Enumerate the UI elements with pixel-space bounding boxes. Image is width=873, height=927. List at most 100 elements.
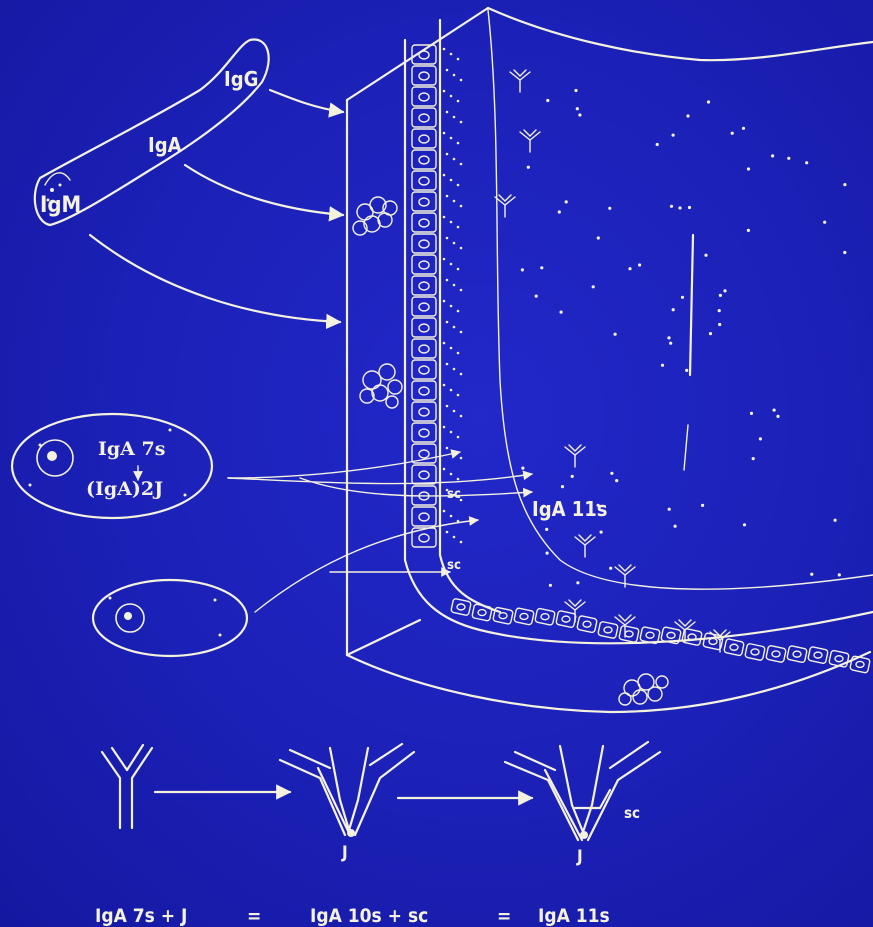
lumen-dot xyxy=(674,525,677,528)
granule-dot xyxy=(460,247,463,250)
epithelial-cell xyxy=(412,339,436,358)
lumen-dot xyxy=(608,207,611,210)
vessel-igg-label: IgG xyxy=(224,67,258,91)
lumen-dot xyxy=(678,206,681,209)
epithelial-cell xyxy=(412,192,436,211)
cell-nucleus xyxy=(419,282,429,290)
granule-dot xyxy=(457,268,460,271)
lumen-dot xyxy=(843,251,846,254)
lumen-dot xyxy=(672,134,675,137)
antibody-glyph xyxy=(495,195,515,217)
granule-dot xyxy=(460,415,463,418)
granule-dot xyxy=(460,457,463,460)
lumen-dot xyxy=(615,479,618,482)
granule-dot xyxy=(453,536,456,539)
lumen-dot xyxy=(545,528,548,531)
granule-dot xyxy=(460,541,463,544)
granule-dot xyxy=(450,263,453,266)
granule-dot xyxy=(453,116,456,119)
granule-dot xyxy=(457,226,460,229)
lumen-dot xyxy=(600,531,603,534)
granule-dot xyxy=(443,174,446,177)
granule-dot xyxy=(453,242,456,245)
lumen-dot xyxy=(723,289,726,292)
lumen-dot xyxy=(805,161,808,164)
antibody-arm xyxy=(619,615,631,621)
epithelial-cell xyxy=(412,318,436,337)
equation-term-2: IgA 10s + sc xyxy=(310,905,428,927)
lumen-dot xyxy=(521,268,524,271)
lumen-dot xyxy=(638,263,641,266)
granule-dot xyxy=(446,237,449,240)
lumen-dot xyxy=(609,567,612,570)
epithelial-cell xyxy=(808,646,829,663)
granule-dot xyxy=(446,447,449,450)
granule-dot xyxy=(457,352,460,355)
cell-nucleus xyxy=(751,649,759,655)
equation-equals-1: = xyxy=(247,905,261,927)
granule-dot xyxy=(460,79,463,82)
cell-nucleus xyxy=(419,513,429,521)
iga-arrow xyxy=(185,165,343,215)
lumen-dot xyxy=(771,154,774,157)
lumen-dot xyxy=(571,475,574,478)
granule-dot xyxy=(460,205,463,208)
equation: IgA 7s + J = IgA 10s + sc = IgA 11s xyxy=(95,905,610,927)
granule-dot xyxy=(446,111,449,114)
cell-nucleus xyxy=(793,651,801,657)
antibody-arm xyxy=(524,130,536,136)
lumen-dot xyxy=(614,333,617,336)
lumen-dot xyxy=(843,183,846,186)
granule-dot xyxy=(443,300,446,303)
antibody-arm xyxy=(514,70,526,76)
antibody-glyph xyxy=(565,445,585,467)
cell-nucleus xyxy=(419,345,429,353)
cell-nucleus xyxy=(709,638,717,644)
granule-dot xyxy=(446,153,449,156)
epithelial-cell xyxy=(412,381,436,400)
lumen-dot xyxy=(667,336,670,339)
lumen-dot xyxy=(597,236,600,239)
gland-cluster-lower xyxy=(619,674,668,705)
lumen-dot xyxy=(704,254,707,257)
granule-dot xyxy=(453,74,456,77)
plasma-cell-top-label: IgA 7s xyxy=(98,438,165,460)
epithelial-cell xyxy=(745,643,766,660)
sc-diagram-label: sc xyxy=(624,804,640,822)
antibody-arm xyxy=(569,600,581,606)
antibody-glyph xyxy=(575,535,595,557)
iga-dimer xyxy=(280,744,414,837)
lumen-dot xyxy=(610,472,613,475)
j-chain-label-left: J xyxy=(341,843,348,863)
epithelial-cell xyxy=(850,656,871,673)
granule-dot xyxy=(453,284,456,287)
granule-dot xyxy=(446,363,449,366)
lumen-dot xyxy=(527,166,530,169)
equation-term-1: IgA 7s + J xyxy=(95,905,187,927)
epithelial-cell xyxy=(577,615,598,632)
cell-nucleus xyxy=(419,114,429,122)
granule-dot xyxy=(457,310,460,313)
lumen-dot xyxy=(672,308,675,311)
secretory-iga-label: IgA 11s xyxy=(532,497,608,521)
lumen-dot xyxy=(709,332,712,335)
granule-dot xyxy=(443,510,446,513)
cell-nucleus xyxy=(562,616,570,622)
epithelial-cell xyxy=(412,66,436,85)
lumen-dot xyxy=(752,457,755,460)
cell-nucleus xyxy=(730,644,738,650)
lumen-dot xyxy=(701,504,704,507)
cell-nucleus xyxy=(583,621,591,627)
granule-dot xyxy=(446,279,449,282)
cell-nucleus xyxy=(772,651,780,657)
gland-cluster-upper xyxy=(353,197,397,235)
antibody-glyph xyxy=(520,130,540,152)
lumen-dot xyxy=(742,127,745,130)
granule-dot xyxy=(443,426,446,429)
sc-label-lower: sc xyxy=(447,558,461,573)
lumen-dot xyxy=(576,107,579,110)
lumen-dot xyxy=(549,584,552,587)
granule-dot xyxy=(460,121,463,124)
lumen-dot xyxy=(681,296,684,299)
